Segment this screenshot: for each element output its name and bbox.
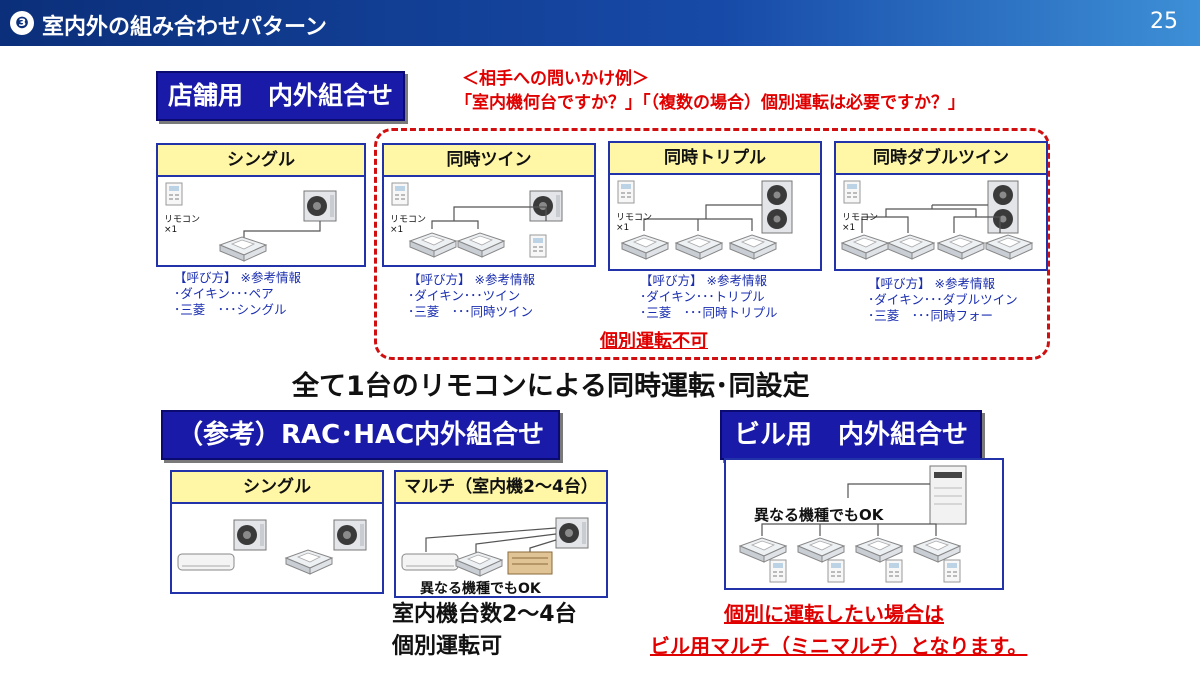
info-heading: 【呼び方】 ※参考情報	[640, 273, 767, 288]
card-single-info: 【呼び方】 ※参考情報 ･ダイキン･･･ペア ･三菱 ･･･シングル	[174, 270, 301, 318]
triple-diagram	[617, 180, 793, 260]
building-ok-label: 異なる機種でもOK	[754, 506, 884, 524]
cassette-unit-icon	[855, 537, 903, 563]
remote-icon	[391, 182, 409, 206]
remote-count: ×1	[616, 223, 630, 233]
remote-count: ×1	[164, 225, 178, 235]
rac-multi-diagram	[401, 517, 589, 577]
single-diagram	[165, 182, 337, 262]
remote-icon	[827, 559, 845, 583]
building-title-box: ビル用 内外組合せ	[720, 410, 983, 460]
building-diagram	[739, 465, 967, 583]
outdoor-unit-icon	[761, 180, 793, 234]
rac-multi-card: マルチ（室内機2～4台） 異なる機種でもOK	[394, 470, 608, 598]
cassette-unit-icon	[985, 234, 1033, 260]
outdoor-unit-icon	[333, 519, 367, 551]
building-note-1: 個別に運転したい場合は	[724, 602, 944, 626]
card-double-twin: 同時ダブルツイン リモコン ×1	[834, 141, 1048, 271]
remote-icon	[617, 180, 635, 204]
building-card: 異なる機種でもOK	[724, 458, 1004, 590]
info-heading: 【呼び方】 ※参考情報	[174, 270, 301, 285]
info-mitsubishi: ･三菱 ･･･シングル	[174, 302, 287, 317]
card-double-twin-info: 【呼び方】 ※参考情報 ･ダイキン･･･ダブルツイン ･三菱 ･･･同時フォー	[868, 276, 1018, 324]
info-daikin: ･ダイキン･･･ツイン	[408, 288, 521, 303]
card-caption: 同時トリプル	[610, 143, 820, 175]
wall-unit-icon	[177, 553, 235, 571]
remote-count: ×1	[842, 223, 856, 233]
remote-icon	[165, 182, 183, 206]
cassette-unit-icon	[937, 234, 985, 260]
remote-icon	[885, 559, 903, 583]
multi-ok-label: 異なる機種でもOK	[420, 581, 541, 597]
cassette-unit-icon	[797, 537, 845, 563]
info-mitsubishi: ･三菱 ･･･同時トリプル	[640, 305, 778, 320]
card-single: シングル リモコン ×1	[156, 143, 366, 267]
floor-unit-icon	[507, 551, 553, 575]
simultaneous-group-frame	[374, 128, 1050, 360]
cassette-unit-icon	[409, 232, 457, 258]
store-title-box: 店舗用 内外組合せ	[156, 71, 406, 121]
cassette-unit-icon	[457, 232, 505, 258]
outdoor-unit-icon	[303, 190, 337, 222]
remote-label: リモコン	[164, 215, 201, 225]
remote-icon	[943, 559, 961, 583]
remote-label: リモコン	[616, 213, 653, 223]
card-caption: マルチ（室内機2～4台）	[396, 472, 606, 504]
remote-label: リモコン	[390, 215, 427, 225]
building-note-2: ビル用マルチ（ミニマルチ）となります。	[650, 634, 1028, 658]
header-bar: ❸ 室内外の組み合わせパターン 25	[0, 0, 1200, 46]
cassette-unit-icon	[887, 234, 935, 260]
page-number: 25	[1150, 9, 1178, 34]
multi-count-note: 室内機台数2～4台	[392, 602, 577, 627]
card-caption: シングル	[158, 145, 364, 177]
outdoor-unit-icon	[987, 180, 1019, 234]
cassette-unit-icon	[913, 537, 961, 563]
outdoor-unit-icon	[233, 519, 267, 551]
info-mitsubishi: ･三菱 ･･･同時ツイン	[408, 304, 534, 319]
card-caption: 同時ツイン	[384, 145, 594, 177]
info-heading: 【呼び方】 ※参考情報	[408, 272, 535, 287]
ceiling-unit-icon	[455, 551, 503, 577]
card-caption: シングル	[172, 472, 382, 504]
wall-unit-icon	[401, 553, 459, 571]
cassette-unit-icon	[739, 537, 787, 563]
info-daikin: ･ダイキン･･･トリプル	[640, 289, 765, 304]
cassette-unit-icon	[219, 236, 267, 262]
double-twin-diagram	[841, 180, 1033, 260]
cassette-unit-icon	[675, 234, 723, 260]
twin-diagram	[391, 182, 563, 258]
no-individual-label: 個別運転不可	[600, 331, 708, 352]
question-heading: ＜相手への問いかけ例＞	[462, 69, 649, 89]
rac-single-diagram	[177, 519, 367, 575]
remote-icon	[843, 180, 861, 204]
rac-single-card: シングル	[170, 470, 384, 594]
info-daikin: ･ダイキン･･･ダブルツイン	[868, 292, 1018, 307]
question-text: 「室内機何台ですか？」「（複数の場合）個別運転は必要ですか？」	[455, 93, 965, 113]
section-number-badge: ❸	[10, 11, 34, 35]
card-twin-info: 【呼び方】 ※参考情報 ･ダイキン･･･ツイン ･三菱 ･･･同時ツイン	[408, 272, 535, 320]
remote-icon	[769, 559, 787, 583]
info-heading: 【呼び方】 ※参考情報	[868, 276, 995, 291]
remote-label: リモコン	[842, 213, 879, 223]
card-triple-info: 【呼び方】 ※参考情報 ･ダイキン･･･トリプル ･三菱 ･･･同時トリプル	[640, 273, 778, 321]
slide-title: 室内外の組み合わせパターン	[42, 15, 327, 40]
summary-text: 全て1台のリモコンによる同時運転･同設定	[292, 371, 810, 402]
multi-individual-note: 個別運転可	[392, 634, 503, 659]
card-twin: 同時ツイン リモコン ×1	[382, 143, 596, 267]
info-daikin: ･ダイキン･･･ペア	[174, 286, 274, 301]
card-triple: 同時トリプル リモコン ×1	[608, 141, 822, 271]
remote-count: ×1	[390, 225, 404, 235]
card-caption: 同時ダブルツイン	[836, 143, 1046, 175]
outdoor-unit-icon	[555, 517, 589, 549]
remote-icon	[529, 234, 547, 258]
info-mitsubishi: ･三菱 ･･･同時フォー	[868, 308, 994, 323]
cassette-unit-icon	[621, 234, 669, 260]
rac-title-box: （参考）RAC･HAC内外組合せ	[161, 410, 561, 460]
cassette-unit-icon	[841, 234, 889, 260]
ceiling-unit-icon	[285, 549, 333, 575]
cassette-unit-icon	[729, 234, 777, 260]
